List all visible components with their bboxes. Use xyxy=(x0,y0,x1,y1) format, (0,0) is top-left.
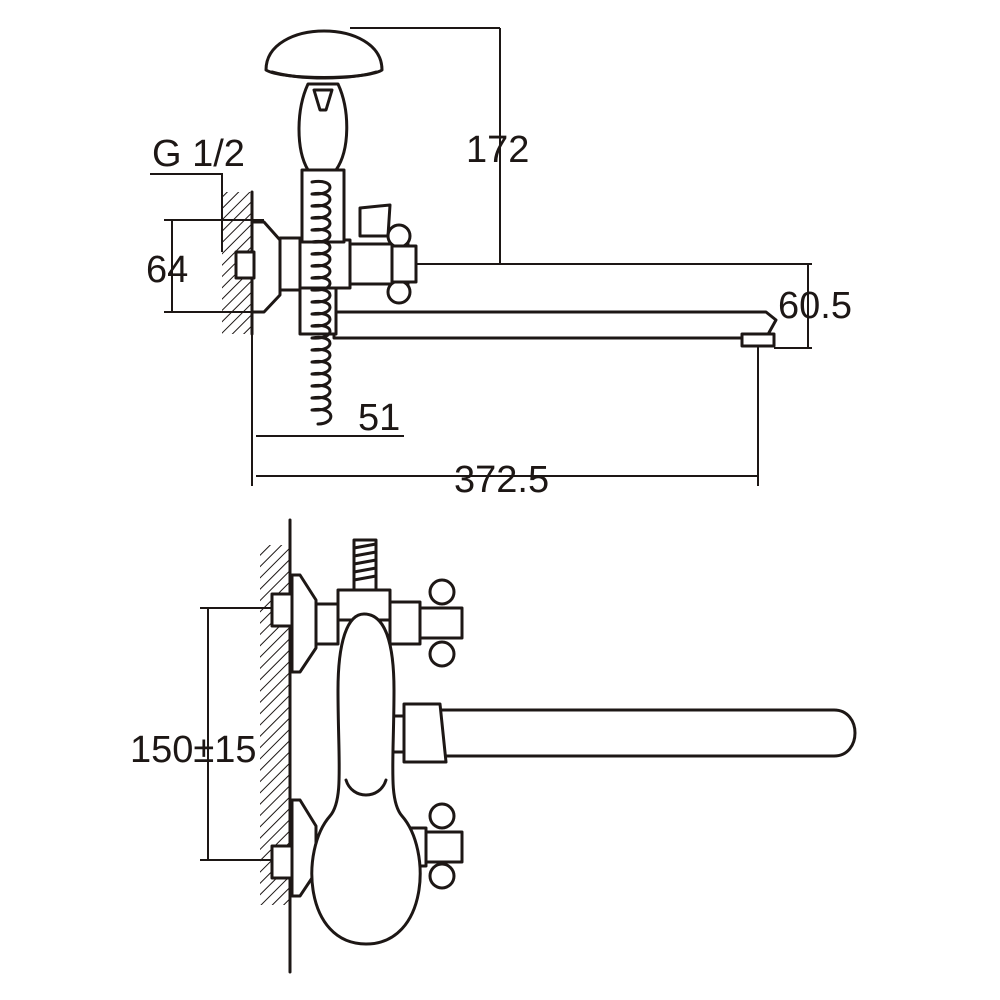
thread-label: G 1/2 xyxy=(152,133,245,175)
thread-leader xyxy=(150,173,223,252)
handle-knob-bottom xyxy=(386,279,412,305)
diverter-lever xyxy=(358,203,392,238)
shower-handle xyxy=(297,82,349,172)
eccentric-stub xyxy=(234,250,256,280)
dim-150-label: 150±15 xyxy=(130,729,257,771)
dim-60-label: 60.5 xyxy=(778,285,852,327)
dim-51-label: 51 xyxy=(358,397,400,439)
valve-body-top xyxy=(388,600,422,646)
bottom-handle-knob-b xyxy=(428,862,456,890)
lower-eccentric xyxy=(270,844,294,880)
dim-64-label: 64 xyxy=(146,249,188,291)
spout-nut xyxy=(402,702,448,764)
hose-top-coils xyxy=(352,542,378,582)
mixer-body-front xyxy=(310,612,422,946)
shower-handle-detail xyxy=(312,88,334,112)
valve-hub-top xyxy=(418,606,464,640)
valve-hub-bottom xyxy=(424,830,464,864)
side-view: G 1/2 172 64 60.5 51 372.5 xyxy=(146,27,852,501)
mixer-body-seam xyxy=(344,778,388,797)
shower-head xyxy=(264,29,384,79)
upper-flange xyxy=(290,573,318,674)
top-handle-knob-b xyxy=(428,640,456,668)
upper-eccentric xyxy=(270,592,294,628)
front-spout xyxy=(438,708,857,758)
upper-nut xyxy=(314,602,340,646)
wall-flange xyxy=(250,220,282,314)
handle-hub xyxy=(390,244,418,284)
spout xyxy=(332,310,778,340)
nut xyxy=(278,236,302,292)
bottom-handle-knob-a xyxy=(428,802,456,830)
top-handle-knob-a xyxy=(428,578,456,606)
front-view: 150±15 xyxy=(130,518,857,974)
shower-head-rim xyxy=(270,70,378,80)
shower-hose xyxy=(310,179,333,426)
handle-knob-top xyxy=(386,223,412,249)
aerator xyxy=(740,332,776,348)
dim-172-label: 172 xyxy=(466,129,529,171)
dim-372-label: 372.5 xyxy=(454,459,549,501)
